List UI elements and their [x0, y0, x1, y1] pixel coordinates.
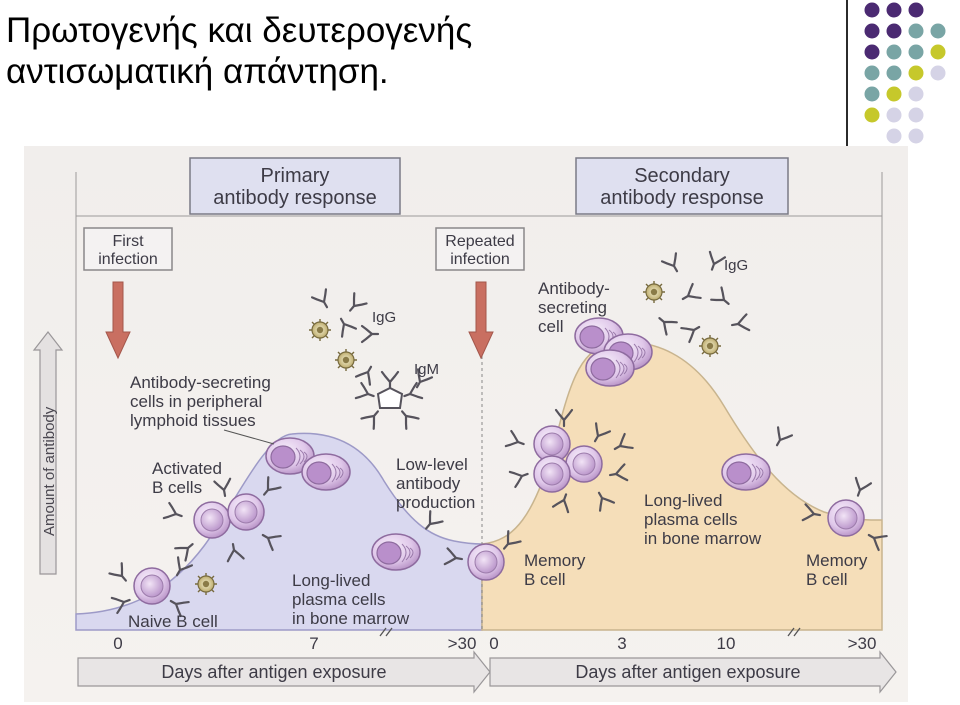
decor-dot-lavender: [930, 65, 946, 81]
llpc-right-label-2: plasma cells: [644, 510, 738, 529]
memory-left-label-2: B cell: [524, 570, 566, 589]
llpc-right-label-3: in bone marrow: [644, 529, 762, 548]
llpc-left-label-1: Long-lived: [292, 571, 370, 590]
first-infection-arrow: [105, 281, 131, 360]
decor-dot-purple: [864, 23, 880, 39]
secondary-tick-3: 3: [617, 634, 626, 653]
igg-label-primary: IgG: [372, 309, 396, 326]
decor-dot-purple: [908, 2, 924, 18]
secondary-tick-30: >30: [848, 634, 877, 653]
llpc-left-label-2: plasma cells: [292, 590, 386, 609]
decor-dot-teal: [864, 86, 880, 102]
secondary-response-box: Secondary antibody response: [575, 157, 789, 215]
activated-label-2: B cells: [152, 478, 202, 497]
secondary-tick-0: 0: [489, 634, 498, 653]
repeated-infection-line2: infection: [450, 251, 510, 268]
primary-tick-30: >30: [448, 634, 477, 653]
decor-dot-teal: [886, 65, 902, 81]
memory-right-label-2: B cell: [806, 570, 848, 589]
decor-dot-purple: [864, 44, 880, 60]
label-asc-peripheral: Antibody-secreting cells in peripheral l…: [130, 373, 275, 445]
slide-title-line-2: αντισωματική απάντηση.: [6, 52, 389, 91]
decor-dot-yellow: [930, 44, 946, 60]
primary-response-line1: Primary: [261, 165, 330, 187]
decor-dot-lavender: [886, 128, 902, 144]
primary-response-line2: antibody response: [213, 187, 376, 209]
label-llpc-right: Long-lived plasma cells in bone marrow: [644, 491, 762, 548]
secondary-tick-10: 10: [717, 634, 736, 653]
primary-response-box: Primary antibody response: [189, 157, 401, 215]
first-infection-marker: First infection: [83, 227, 173, 360]
asc-periph-label-3: lymphoid tissues: [130, 411, 256, 430]
decor-dot-lavender: [908, 86, 924, 102]
secondary-response-line2: antibody response: [600, 187, 763, 209]
label-memory-left: Memory B cell: [524, 551, 586, 589]
primary-tick-7: 7: [309, 634, 318, 653]
asc-sec-label-3: cell: [538, 317, 564, 336]
slide-title-line-1: Πρωτογενής και δευτερογενής: [6, 11, 473, 50]
low-level-label-1: Low-level: [396, 455, 468, 474]
asc-periph-label-1: Antibody-secreting: [130, 373, 271, 392]
asc-periph-label-2: cells in peripheral: [130, 392, 262, 411]
label-asc-secondary: Antibody- secreting cell: [538, 279, 610, 336]
label-naive-b-cell: Naive B cell: [128, 612, 218, 631]
label-activated-b-cells: Activated B cells: [152, 459, 222, 497]
decor-dot-purple: [886, 23, 902, 39]
x-axis-left: Days after antigen exposure: [77, 650, 491, 694]
repeated-infection-arrow: [468, 281, 494, 360]
x-axis-label-left: Days after antigen exposure: [161, 662, 386, 682]
antibody-response-diagram: Primary antibody response Secondary anti…: [24, 146, 908, 702]
activated-label-1: Activated: [152, 459, 222, 478]
decor-dot-yellow: [886, 86, 902, 102]
primary-tick-0: 0: [113, 634, 122, 653]
decor-dot-lavender: [908, 128, 924, 144]
decorative-divider: [846, 0, 848, 146]
label-memory-right: Memory B cell: [806, 551, 868, 589]
x-axis-label-right: Days after antigen exposure: [575, 662, 800, 682]
igm-label: IgM: [414, 361, 439, 378]
repeated-infection-marker: Repeated infection: [435, 227, 525, 360]
low-level-label-3: production: [396, 493, 475, 512]
decor-dot-yellow: [864, 107, 880, 123]
decor-dot-purple: [886, 2, 902, 18]
decor-dot-teal: [930, 23, 946, 39]
decor-dot-lavender: [886, 107, 902, 123]
first-infection-line2: infection: [98, 251, 158, 268]
igg-label-secondary: IgG: [724, 257, 748, 274]
decor-dot-teal: [908, 44, 924, 60]
decor-dot-lavender: [908, 107, 924, 123]
decor-dot-teal: [864, 65, 880, 81]
memory-right-label-1: Memory: [806, 551, 868, 570]
low-level-label-2: antibody: [396, 474, 461, 493]
label-llpc-left: Long-lived plasma cells in bone marrow: [292, 571, 410, 628]
naive-b-cell-label: Naive B cell: [128, 612, 218, 631]
first-infection-line1: First: [112, 233, 144, 250]
decorative-dot-grid: [864, 2, 946, 144]
memory-left-label-1: Memory: [524, 551, 586, 570]
y-axis: Amount of antibody: [32, 331, 64, 575]
asc-sec-label-1: Antibody-: [538, 279, 610, 298]
decor-dot-teal: [908, 23, 924, 39]
slide-title: Πρωτογενής και δευτερογενής αντισωματική…: [6, 10, 606, 92]
repeated-infection-line1: Repeated: [445, 233, 514, 250]
y-axis-label: Amount of antibody: [41, 406, 58, 536]
igg-igm-cluster: [308, 288, 434, 430]
label-low-level: Low-level antibody production: [396, 455, 475, 512]
secondary-response-line1: Secondary: [634, 165, 730, 187]
x-axis-right: Days after antigen exposure: [489, 650, 897, 694]
asc-sec-label-2: secreting: [538, 298, 607, 317]
decor-dot-yellow: [908, 65, 924, 81]
llpc-right-label-1: Long-lived: [644, 491, 722, 510]
decor-dot-teal: [886, 44, 902, 60]
decor-dot-purple: [864, 2, 880, 18]
llpc-left-label-3: in bone marrow: [292, 609, 410, 628]
